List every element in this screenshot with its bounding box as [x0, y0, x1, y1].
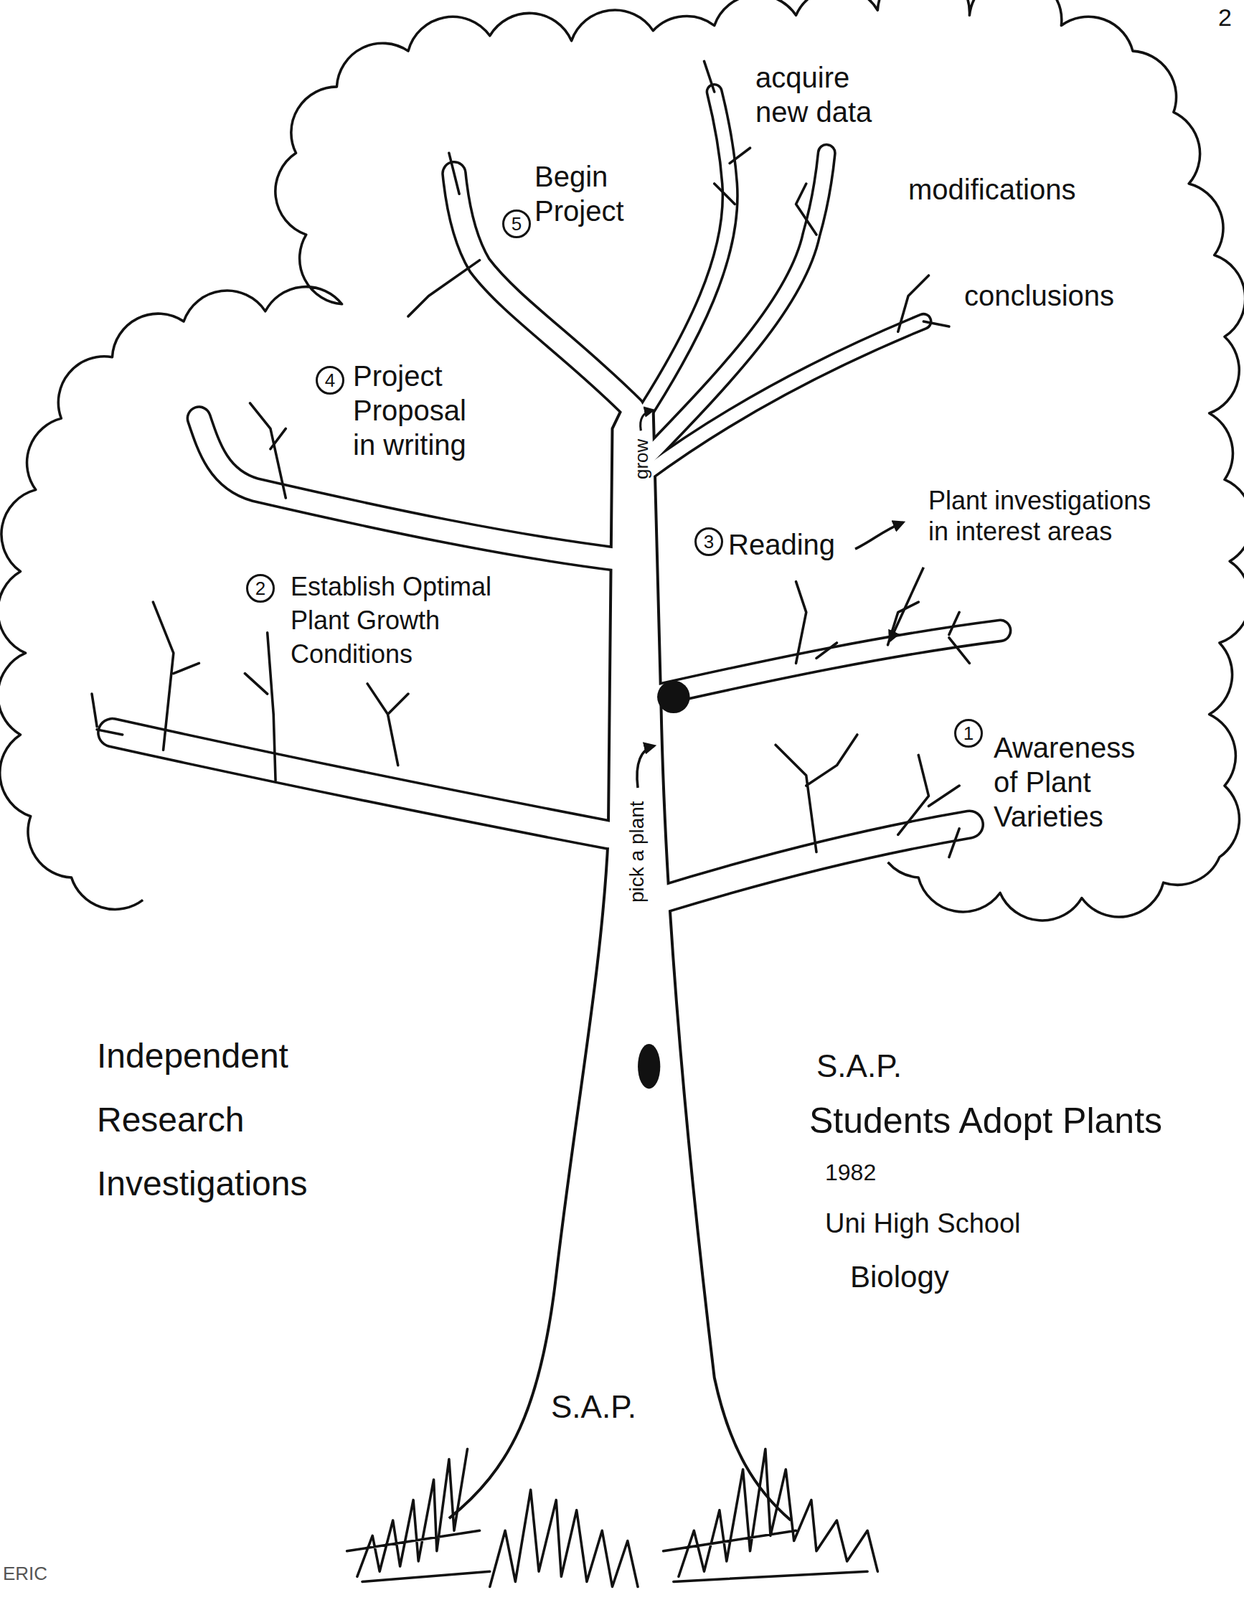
step-label: Begin Project — [534, 159, 668, 229]
step-note: conclusions — [964, 278, 1115, 313]
step-label: Awareness of Plant Varieties — [993, 730, 1152, 834]
callout-number: 3 — [694, 527, 724, 556]
branch-fill — [652, 824, 970, 902]
step-label: Establish Optimal Plant Growth Condition… — [290, 570, 499, 671]
acronym: S.A.P. — [816, 1047, 902, 1086]
branch-outline — [652, 824, 970, 902]
callout-number: 5 — [502, 209, 531, 239]
program-name: Students Adopt Plants — [809, 1099, 1163, 1143]
branch-fill — [111, 732, 608, 835]
side-heading: Independent Research Investigations — [96, 1024, 334, 1216]
branch-outline — [652, 630, 1001, 696]
trunk-knot — [637, 1043, 661, 1090]
twigs — [91, 60, 970, 857]
grass — [347, 1449, 879, 1587]
leader-arrow — [855, 522, 904, 549]
step-label: Project Proposal in writing — [352, 358, 486, 463]
tree-trunk — [449, 403, 792, 1521]
watermark: ERIC — [2, 1562, 48, 1585]
hook-arrow — [640, 410, 654, 431]
callout-number: 1 — [954, 718, 983, 748]
step-note: acquire new data — [755, 60, 899, 130]
branch-outline — [637, 91, 731, 424]
school-name: Uni High School — [825, 1207, 1021, 1241]
trunk-note: grow — [631, 439, 653, 480]
callout-number: 2 — [246, 573, 275, 603]
step-label: Reading — [728, 527, 836, 562]
subject: Biology — [850, 1259, 950, 1295]
callout-number: 4 — [315, 365, 345, 395]
step-note: modifications — [908, 172, 1076, 207]
year: 1982 — [825, 1158, 876, 1186]
branch-outline — [111, 732, 608, 835]
hook-arrow — [637, 746, 655, 788]
branch-fill — [652, 630, 1001, 696]
leader-arrow — [889, 567, 924, 641]
branch-fill — [637, 91, 731, 424]
step-note: Plant investigations in interest areas — [928, 484, 1162, 547]
page-number: 2 — [1218, 2, 1232, 33]
branch-knot — [657, 680, 691, 714]
trunk-acronym: S.A.P. — [550, 1388, 637, 1427]
trunk-note: pick a plant — [625, 800, 649, 903]
